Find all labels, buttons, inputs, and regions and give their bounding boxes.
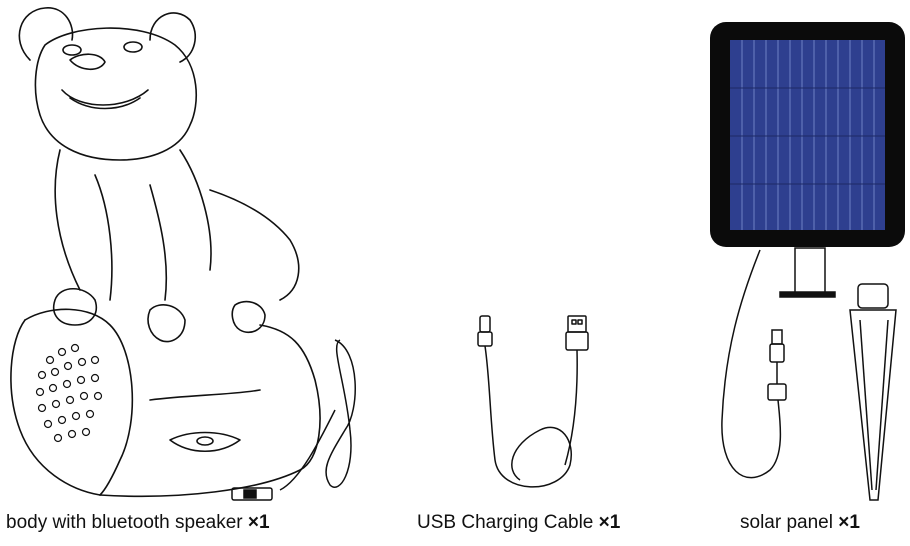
panel-cells — [730, 40, 885, 230]
solar-caption-text: solar panel — [740, 512, 833, 533]
solar-panel-item: solar panel ×1 — [700, 0, 910, 546]
usb-caption: USB Charging Cable ×1 — [417, 512, 620, 534]
bear-quantity: ×1 — [247, 512, 270, 533]
usb-cable-illustration — [477, 315, 589, 488]
usb-quantity: ×1 — [598, 512, 621, 533]
bear-caption: body with bluetooth speaker ×1 — [6, 512, 270, 534]
bear-caption-text: body with bluetooth speaker — [6, 512, 243, 533]
solar-caption: solar panel ×1 — [740, 512, 860, 534]
usb-cable-item: USB Charging Cable ×1 — [400, 300, 660, 546]
solar-quantity: ×1 — [838, 512, 860, 533]
bear-speaker-illustration — [10, 7, 356, 501]
solar-panel-illustration — [710, 22, 905, 501]
bear-speaker-item: body with bluetooth speaker ×1 — [0, 0, 380, 533]
usb-caption-text: USB Charging Cable — [417, 512, 594, 533]
